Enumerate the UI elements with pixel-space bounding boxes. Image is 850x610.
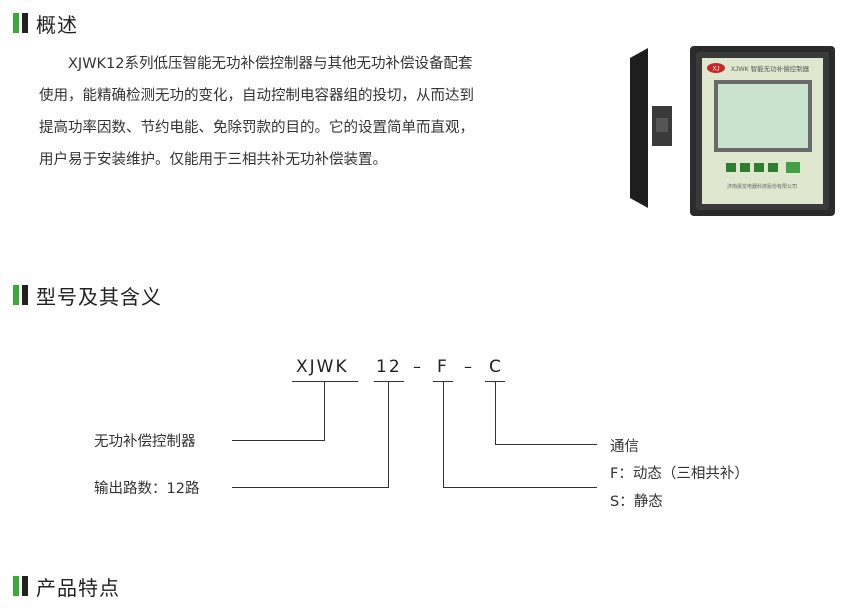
section-marker-icon — [13, 285, 28, 305]
annotation-dynamic: F：动态（三相共补） — [610, 466, 749, 482]
model-code-separator: – — [413, 357, 421, 376]
device-button-2 — [740, 163, 750, 172]
device-footer-text: 济南晨龙电器科技股份有限公司 — [727, 183, 797, 190]
device-screen — [718, 84, 808, 148]
intro-line: 提高功率因数、节约电能、免除罚款的目的。它的设置简单而直观， — [39, 120, 474, 136]
device-button-5 — [786, 162, 800, 173]
device-side — [630, 48, 648, 208]
section-marker-icon — [13, 576, 28, 596]
annotation-outputs: 输出路数：12路 — [94, 481, 200, 497]
device-header-text: XJWK 智能无功补偿控制器 — [731, 64, 810, 73]
annotation-static: S：静态 — [610, 494, 663, 510]
intro-paragraph: XJWK12系列低压智能无功补偿控制器与其他无功补偿设备配套 使用，能精确检测无… — [39, 48, 584, 176]
section-title-model: 型号及其含义 — [13, 282, 162, 309]
model-code-comm: C — [489, 357, 503, 377]
model-code-series: XJWK — [296, 357, 349, 377]
intro-line: XJWK12系列低压智能无功补偿控制器与其他无功补偿设备配套 — [68, 56, 473, 72]
device-button-1 — [726, 163, 736, 172]
device-button-3 — [754, 163, 764, 172]
section-marker-icon — [13, 13, 28, 33]
model-code-outputs: 12 — [376, 357, 402, 377]
controller-device-image: XJ XJWK 智能无功补偿控制器 济南晨龙电器科技股份有限公司 — [630, 46, 835, 216]
model-code-type: F — [437, 357, 449, 377]
model-code-separator: – — [464, 357, 472, 376]
device-button-4 — [768, 163, 778, 172]
device-logo — [707, 63, 725, 73]
intro-line: 用户易于安装维护。仅能用于三相共补无功补偿装置。 — [39, 152, 387, 168]
section-heading: 型号及其含义 — [36, 284, 162, 309]
section-heading: 产品特点 — [36, 575, 120, 600]
svg-text:XJ: XJ — [712, 67, 719, 73]
model-diagram: XJWK 12 – F – C 无功补偿控制器 输出路数：12路 通信 F：动态… — [0, 345, 850, 525]
section-title-features: 产品特点 — [13, 573, 120, 600]
section-heading: 概述 — [36, 12, 78, 37]
intro-line: 使用，能精确检测无功的变化，自动控制电容器组的投切，从而达到 — [39, 88, 474, 104]
section-title-overview: 概述 — [13, 10, 78, 37]
annotation-comm: 通信 — [610, 439, 639, 455]
annotation-controller: 无功补偿控制器 — [94, 434, 196, 450]
